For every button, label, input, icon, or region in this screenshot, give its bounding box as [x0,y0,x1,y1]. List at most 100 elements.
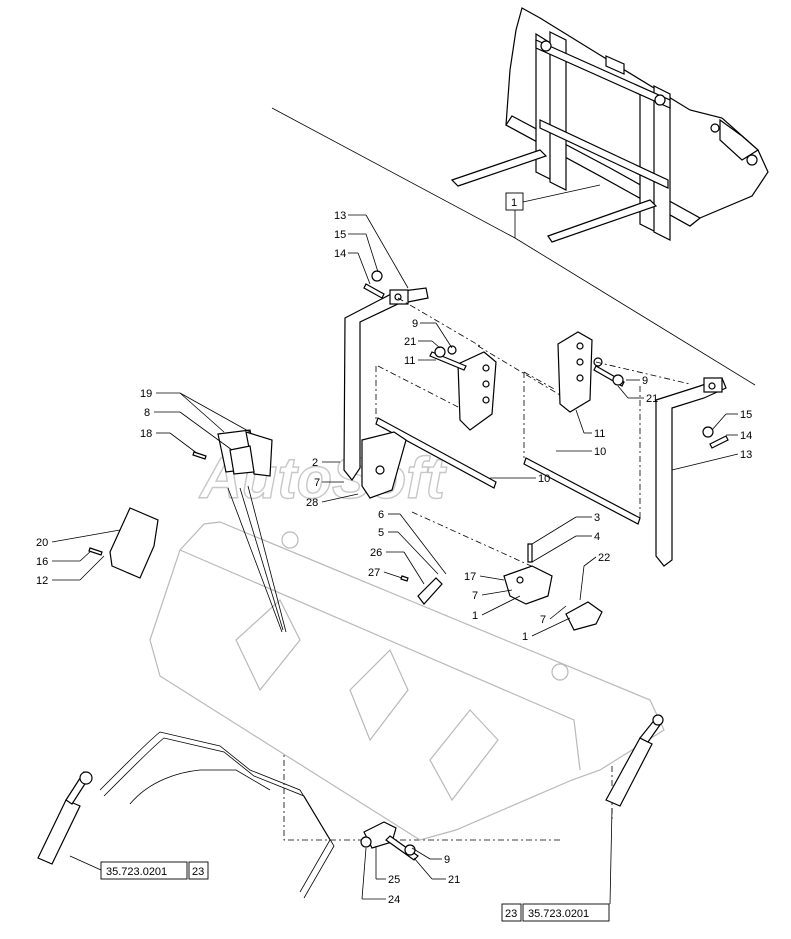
callout-22: 22 [598,552,610,564]
callout-13-left: 13 [334,210,346,222]
leader-3b [531,516,577,545]
leader-ref-left [69,855,102,871]
leader-1b [531,617,571,637]
leader-19-3 [179,392,225,433]
callout-5: 5 [378,527,384,539]
leader-15rb [711,413,727,431]
callout-1-bottom: 1 [522,631,528,643]
callouts: 13 15 14 9 21 11 9 21 11 10 15 14 13 [36,210,752,906]
leader-15b [365,233,379,273]
pin-11-left [429,345,467,371]
callout-21-bottom: 21 [448,874,460,886]
callout-21-left: 21 [404,336,416,348]
assembled-bucket-with-forks [450,7,769,243]
leader-5b [397,531,439,575]
callout-25: 25 [388,874,400,886]
leader-20 [51,529,121,543]
callout-27: 27 [368,567,380,579]
callout-9-right: 9 [642,375,648,387]
callout-box-1 [505,192,524,211]
pin-14-left [363,270,385,299]
callout-2: 2 [312,457,318,469]
leader-11rb [575,409,585,434]
fork-arm-left [343,287,429,482]
callout-6: 6 [378,509,384,521]
leader-21bb [413,857,433,880]
callout-15-right: 15 [740,409,752,421]
leader-8b [179,411,233,451]
callout-10-right: 10 [594,446,606,458]
callout-9-left: 9 [412,318,418,330]
leader-7r [481,589,513,596]
ref-box-right [522,903,610,922]
callout-3: 3 [594,512,600,524]
rod-10-right [523,457,641,525]
ref-box-left-num [188,861,209,880]
callout-18: 18 [140,428,152,440]
callout-20: 20 [36,537,48,549]
hose-2 [103,737,335,899]
screw-27 [400,575,409,582]
callout-11-left: 11 [404,355,415,367]
screw-18 [192,451,207,460]
guide-3 [595,361,691,385]
leader-28 [321,493,359,503]
leader-1r [481,595,521,616]
leader-14b [357,252,371,285]
callout-10-mid: 10 [538,473,550,485]
callout-13-right: 13 [740,449,752,461]
callout-11-right: 11 [594,428,605,440]
callout-15-left: 15 [334,229,346,241]
pin-11-right [593,357,625,387]
callout-26: 26 [370,547,382,559]
guide-10 [283,676,560,841]
callout-17: 17 [464,571,476,583]
leader-7b [549,605,567,620]
callout-7-right: 7 [472,590,478,602]
fork-arm-right [655,377,727,567]
guide-7 [523,371,557,391]
cylinder-right [605,714,664,807]
guide-1 [397,297,481,347]
leader-13b [365,214,409,289]
guide-2 [477,345,561,396]
hose-1 [99,731,331,893]
leader-1 [522,184,601,203]
rod-10-left [375,417,497,489]
callout-8: 8 [144,407,150,419]
bracket-11-right [557,331,593,413]
ref-right-label: 35.723.0201 [528,908,589,920]
pad-20 [109,507,159,579]
leader-13r [671,453,739,471]
pin-14-right [702,426,729,449]
guide-9 [411,511,541,571]
callout-28: 28 [306,497,318,509]
leader-22a [583,556,597,567]
bucket-outline [149,521,665,841]
divider-line-right [514,237,756,386]
leader-17 [479,575,505,581]
callout-12: 12 [36,575,48,587]
bracket-11-left [457,351,497,431]
callout-7-bottom: 7 [540,614,546,626]
callout-9-bottom: 9 [444,854,450,866]
ref-right-num-label: 23 [505,908,517,920]
leader-21rb [617,385,629,399]
leader-ref-right [609,807,613,905]
callout-14-right: 14 [740,430,752,442]
ref-box-right-num [501,903,522,922]
callout-14-left: 14 [334,248,346,260]
cylinder-left [37,771,93,865]
callout-4: 4 [594,531,600,543]
callout-16: 16 [36,556,48,568]
bracket-17 [503,565,553,605]
leader-24b [361,847,367,900]
callout-7-mid: 7 [314,477,320,489]
bracket-24-25 [360,821,419,861]
callout-21-right: 21 [646,393,658,405]
leader-21b [431,340,441,349]
leader-22b [579,565,585,601]
leader-12b [79,555,105,581]
leader-19b [247,485,287,633]
